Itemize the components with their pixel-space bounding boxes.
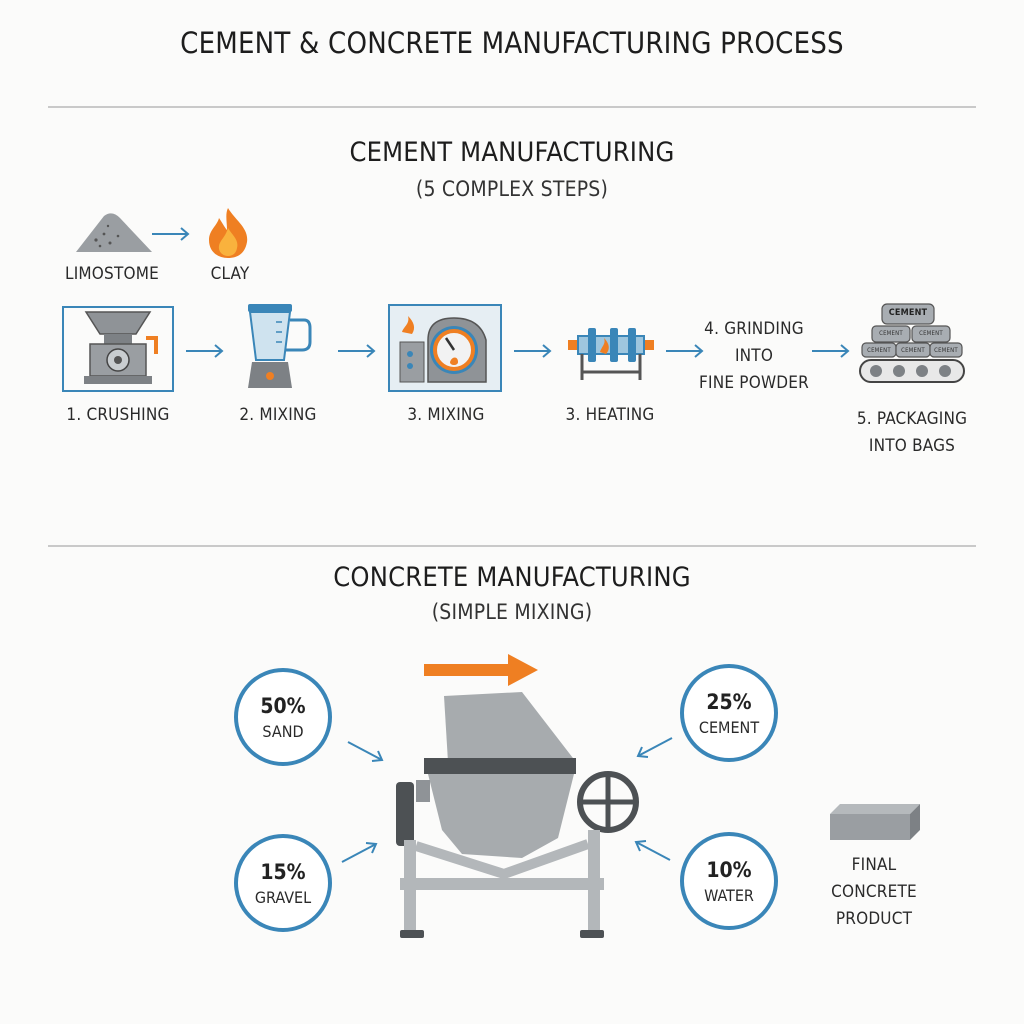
arrow-icon bbox=[341, 842, 378, 863]
result-label-line: CONCRETE bbox=[831, 882, 917, 902]
blender-icon bbox=[248, 304, 312, 388]
ingredient-percent: 50% bbox=[260, 694, 306, 718]
bag-label: CEMENT bbox=[919, 330, 943, 337]
arrow-icon bbox=[186, 344, 224, 358]
rotation-arrow-icon bbox=[424, 654, 538, 686]
step-label: 3. HEATING bbox=[565, 405, 655, 425]
concrete-block-icon bbox=[830, 804, 920, 840]
ingredient-circle: 50% SAND bbox=[234, 668, 332, 766]
flame-icon bbox=[209, 208, 248, 258]
bag-label: CEMENT bbox=[901, 347, 925, 354]
crusher-icon bbox=[62, 306, 174, 392]
result-label-line: FINAL bbox=[851, 855, 897, 875]
concrete-mixer-icon bbox=[396, 692, 639, 938]
ingredient-circle: 10% WATER bbox=[680, 832, 778, 930]
bag-label: CEMENT bbox=[879, 330, 903, 337]
step-label-line: INTO BAGS bbox=[868, 436, 956, 456]
bags-conveyor-icon: CEMENT CEMENT CEMENT CEMENT CEMENT CEMEN… bbox=[858, 298, 966, 386]
ingredient-name: WATER bbox=[704, 886, 754, 905]
step-label-line: 4. GRINDING bbox=[704, 319, 804, 339]
arrow-icon bbox=[514, 344, 552, 358]
arrow-icon bbox=[636, 737, 673, 758]
arrow-icon bbox=[634, 840, 671, 861]
step-label: 2. MIXING bbox=[239, 405, 317, 425]
cement-heading: CEMENT MANUFACTURING bbox=[349, 137, 675, 168]
cement-subheading: (5 COMPLEX STEPS) bbox=[415, 177, 609, 201]
raw-material-label: LIMOSTOME bbox=[64, 264, 159, 284]
bag-label: CEMENT bbox=[867, 347, 891, 354]
arrow-icon bbox=[666, 344, 704, 358]
ingredient-percent: 25% bbox=[706, 690, 752, 714]
ingredient-name: SAND bbox=[262, 722, 304, 741]
ingredient-name: GRAVEL bbox=[254, 888, 312, 907]
top-divider bbox=[48, 106, 976, 108]
kiln-icon bbox=[388, 304, 502, 392]
rotary-kiln-icon bbox=[568, 328, 654, 380]
step-label: 3. MIXING bbox=[407, 405, 485, 425]
bag-label: CEMENT bbox=[888, 308, 928, 318]
raw-material-label: CLAY bbox=[210, 264, 250, 284]
ingredient-percent: 15% bbox=[260, 860, 306, 884]
concrete-heading: CONCRETE MANUFACTURING bbox=[333, 562, 691, 593]
page-title: CEMENT & CONCRETE MANUFACTURING PROCESS bbox=[180, 26, 844, 60]
result-label-line: PRODUCT bbox=[835, 909, 913, 929]
ingredient-percent: 10% bbox=[706, 858, 752, 882]
arrow-icon bbox=[347, 741, 384, 762]
arrow-icon bbox=[338, 344, 376, 358]
bag-label: CEMENT bbox=[934, 347, 958, 354]
step-label-line: 5. PACKAGING bbox=[856, 409, 968, 429]
stone-pile-icon bbox=[76, 213, 152, 252]
ingredient-name: CEMENT bbox=[698, 718, 760, 737]
ingredient-circle: 15% GRAVEL bbox=[234, 834, 332, 932]
arrow-icon bbox=[812, 344, 850, 358]
ingredient-circle: 25% CEMENT bbox=[680, 664, 778, 762]
step-label: 1. CRUSHING bbox=[66, 405, 170, 425]
step-label-line: INTO bbox=[734, 346, 774, 366]
section-divider bbox=[48, 545, 976, 547]
step-label-line: FINE POWDER bbox=[699, 373, 809, 393]
arrow-icon bbox=[152, 227, 190, 241]
concrete-subheading: (SIMPLE MIXING) bbox=[431, 600, 593, 624]
